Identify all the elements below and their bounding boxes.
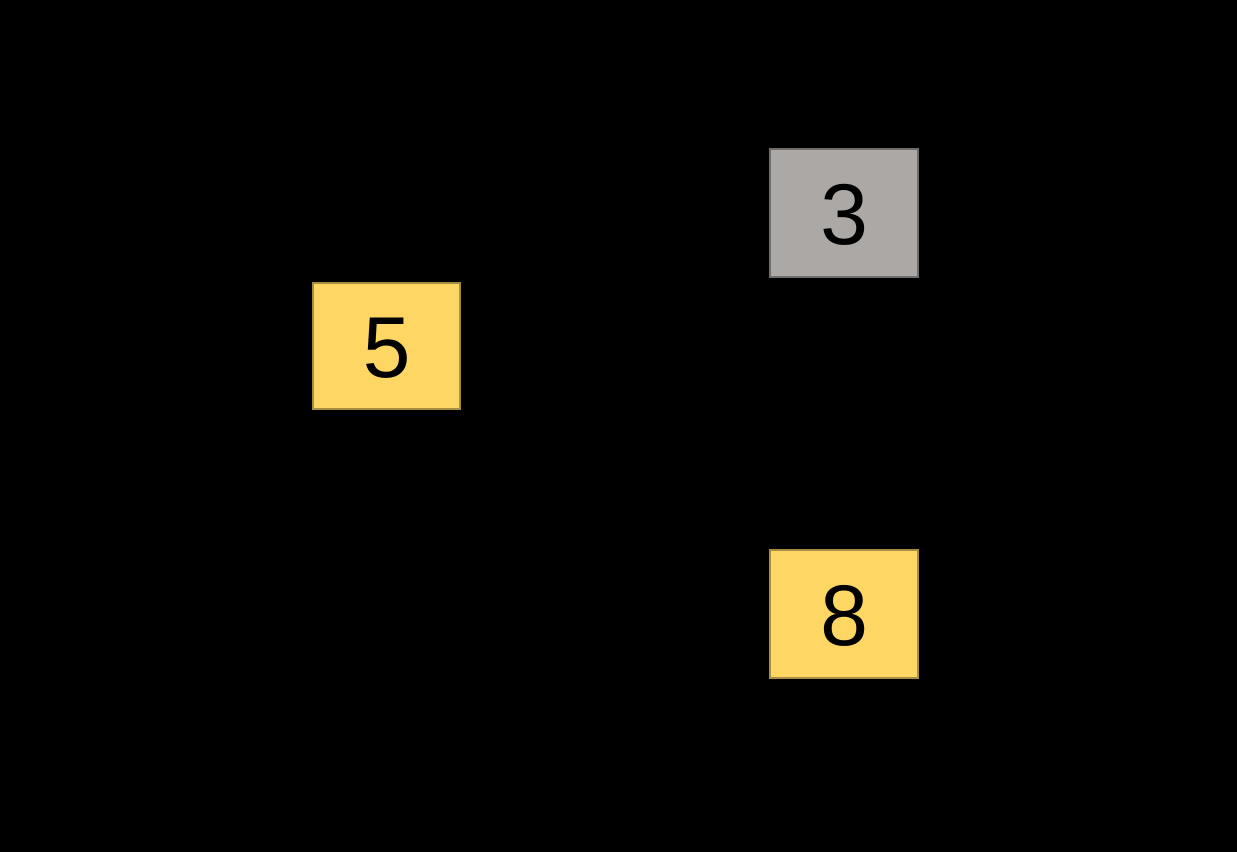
node-value: 8 [820,568,868,664]
node-box-3: 3 [769,148,919,278]
node-box-5: 5 [312,282,461,410]
node-value: 3 [820,167,868,263]
node-value: 5 [362,300,411,396]
node-box-8: 8 [769,549,919,679]
